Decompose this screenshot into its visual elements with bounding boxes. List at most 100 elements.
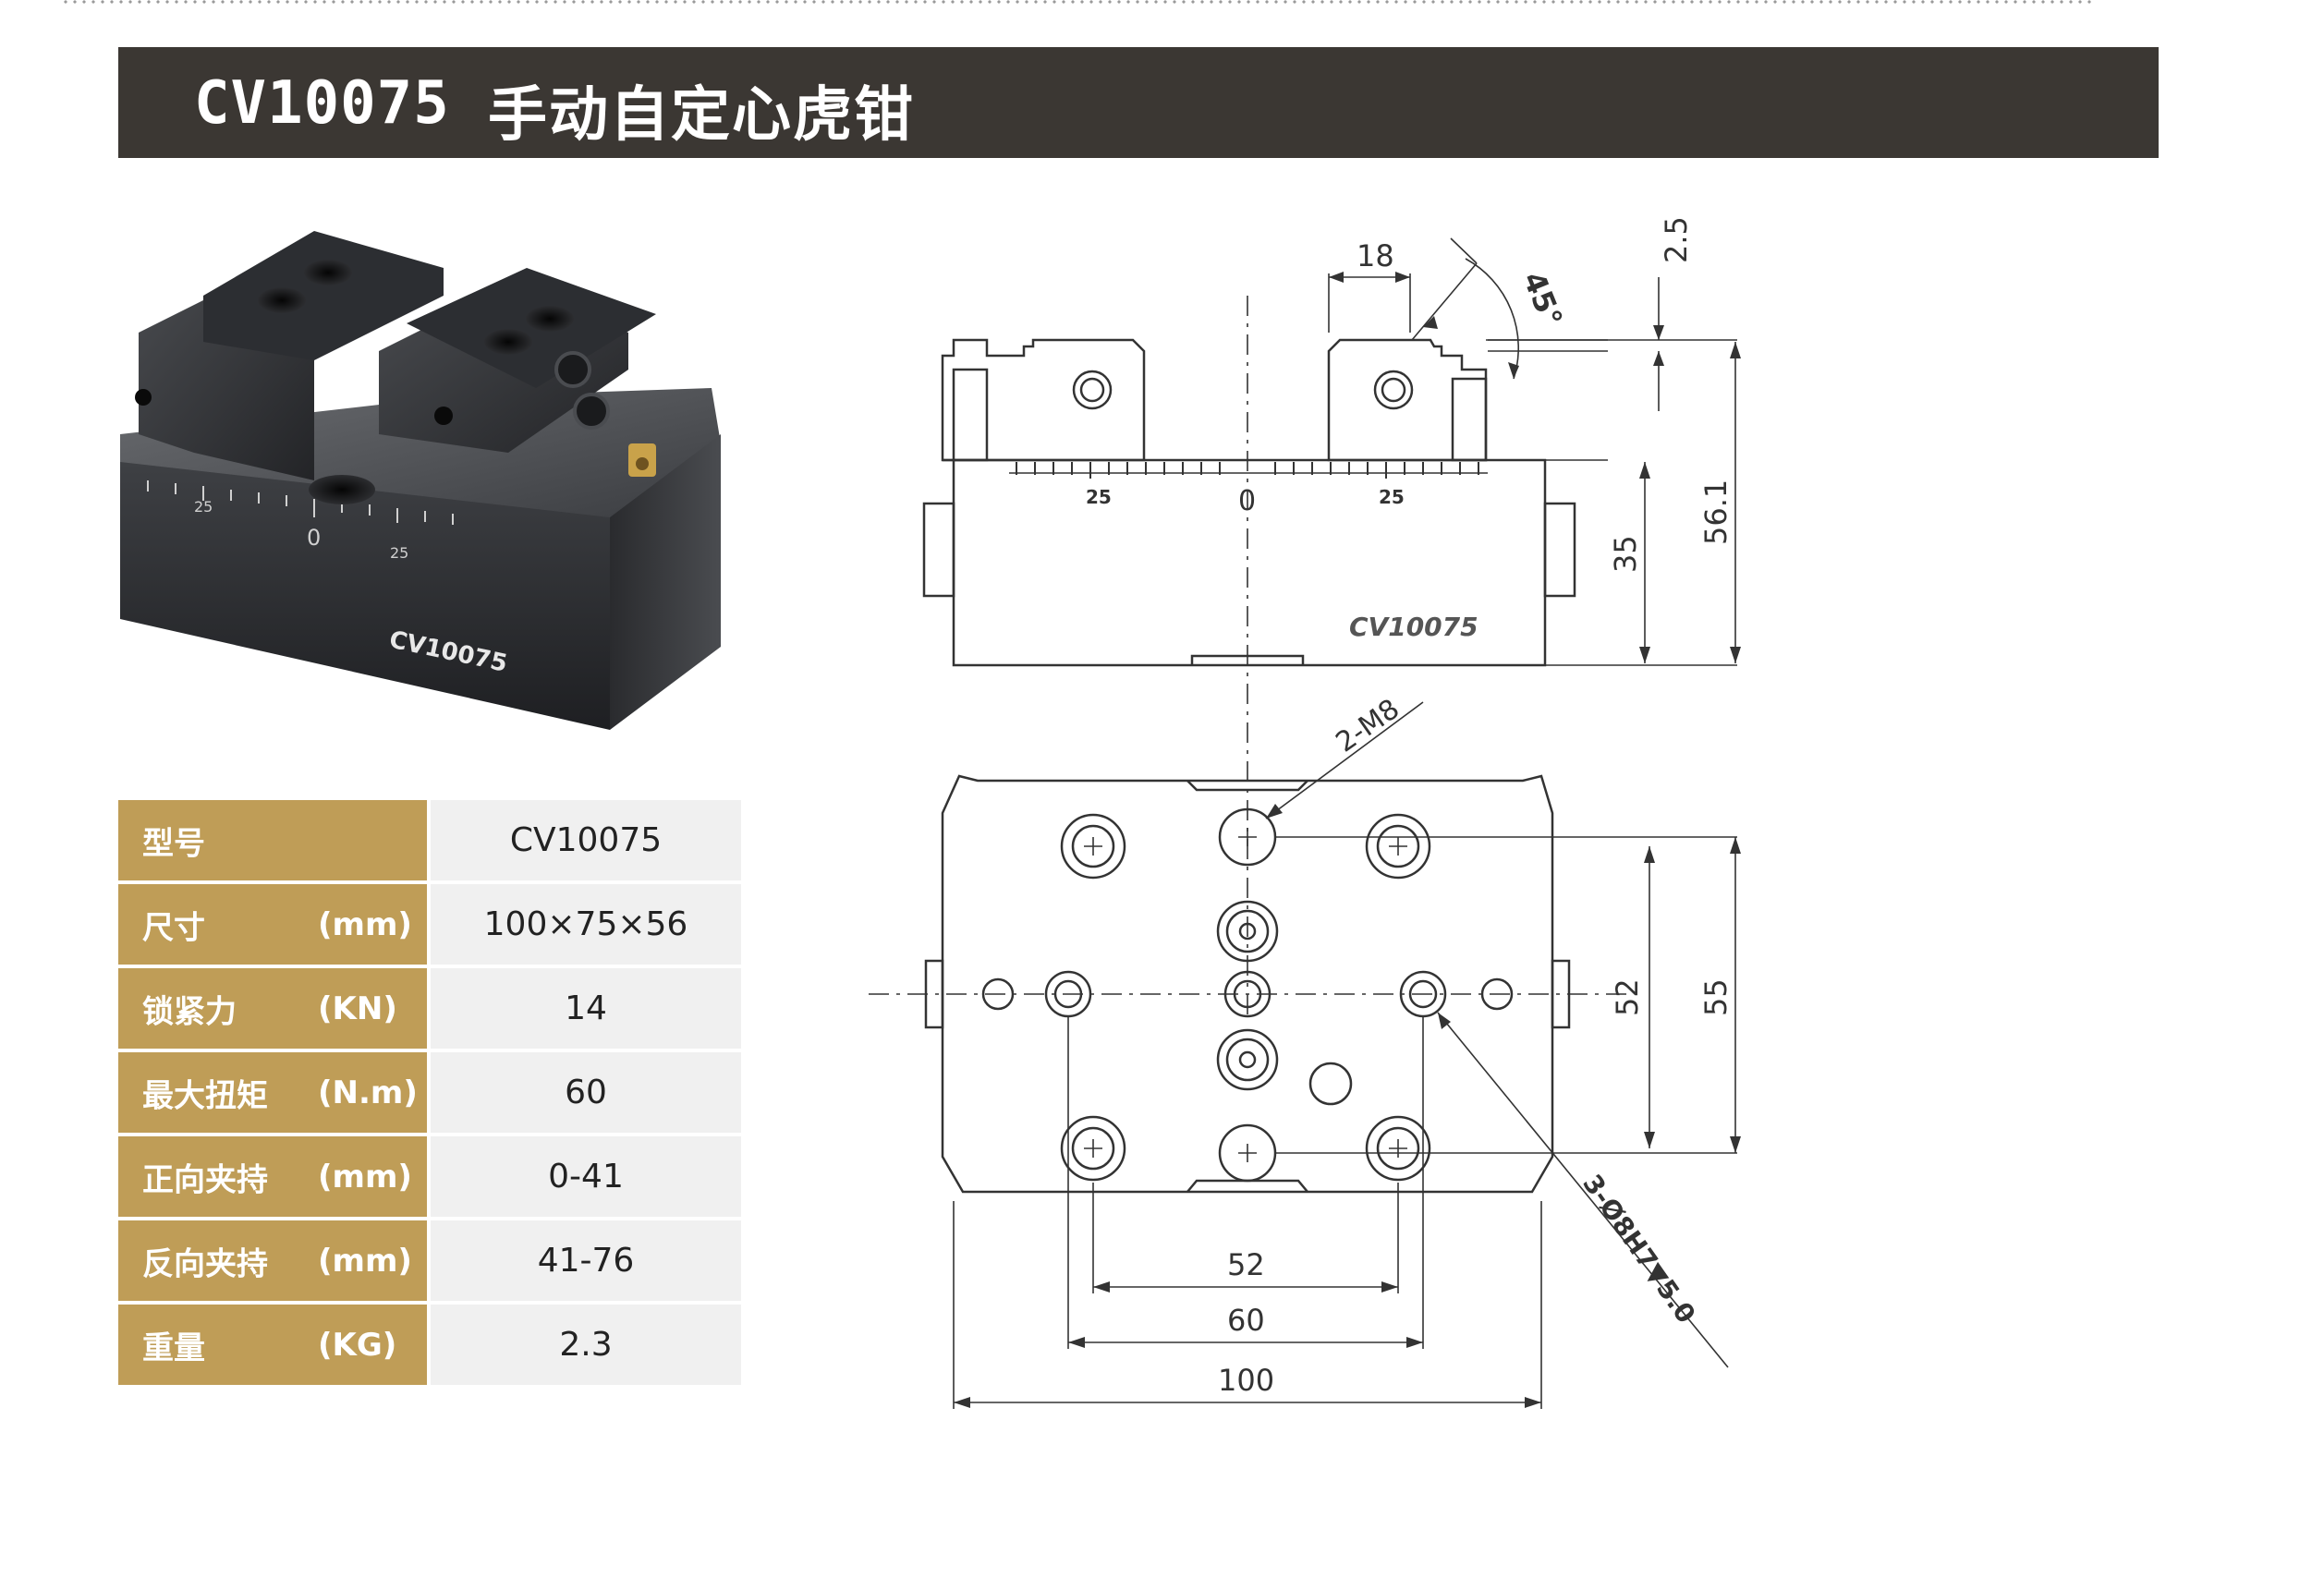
jaw-pin-icon (434, 407, 453, 425)
right-jaw-step (1451, 377, 1488, 462)
photo-scale-right: 25 (390, 544, 408, 562)
right-jaw-outline (1327, 338, 1488, 462)
dim-52-vertical: 52 (1610, 978, 1645, 1016)
top-slot (1186, 780, 1308, 792)
spec-unit: (mm) (318, 1242, 412, 1280)
ruler-ticks (1016, 462, 1479, 479)
left-jaw-step (952, 368, 989, 462)
spec-label-cell: 锁紧力 (KN) (118, 968, 427, 1049)
top-view-outline (941, 774, 1554, 1194)
ruler-zero: 0 (1238, 485, 1256, 517)
table-row: 尺寸 (mm) 100×75×56 (118, 884, 741, 965)
spec-value: 0-41 (431, 1136, 741, 1217)
spec-label: 型号 (142, 825, 205, 862)
right-jaw-top (407, 268, 656, 388)
right-jaw-hole (1373, 370, 1414, 410)
spec-value: CV10075 (431, 800, 741, 880)
spec-label: 尺寸 (142, 909, 205, 946)
left-handle (922, 502, 955, 598)
m8-leader (1265, 701, 1424, 819)
dim-arrows (1329, 272, 1741, 663)
spec-table: 型号 CV10075 尺寸 (mm) 100×75×56 锁紧力 (KN) 14 (118, 796, 741, 1389)
jaw-hole-icon (526, 306, 574, 332)
photo-scale-zero: 0 (307, 525, 321, 551)
spec-unit: (KG) (318, 1326, 397, 1364)
spec-label: 反向夹持 (142, 1245, 268, 1282)
screw-icon (573, 393, 610, 430)
base-side (610, 434, 721, 730)
spec-value: 2.3 (431, 1305, 741, 1385)
table-row: 重量 (KG) 2.3 (118, 1305, 741, 1385)
spec-unit: (KN) (318, 989, 397, 1027)
table-row: 最大扭矩 (N.m) 60 (118, 1052, 741, 1133)
left-jaw-hole (1072, 370, 1113, 410)
front-scale (147, 480, 454, 525)
spec-unit: (mm) (318, 905, 412, 943)
product-code-title: CV10075 (194, 69, 450, 138)
base-front (120, 462, 610, 730)
bottom-slot (1190, 654, 1305, 665)
left-jaw-top (203, 231, 444, 360)
ruler-left-25: 25 (1086, 486, 1112, 508)
dim-52-horizontal: 52 (1227, 1247, 1265, 1282)
dim-2-5: 2.5 (1659, 216, 1694, 263)
jaw-hole-icon (484, 329, 532, 355)
dim-56-1: 56.1 (1698, 479, 1734, 545)
spec-value: 41-76 (431, 1220, 741, 1301)
dim45-line (1411, 262, 1478, 341)
ruler-right-25: 25 (1379, 486, 1405, 508)
dim-45: 45° (1516, 267, 1570, 332)
spec-unit: (N.m) (318, 1074, 418, 1111)
table-row: 反向夹持 (mm) 41-76 (118, 1220, 741, 1301)
right-jaw-hole-inner (1381, 377, 1406, 403)
counterbore-holes (1060, 813, 1431, 1182)
spec-label-cell: 反向夹持 (mm) (118, 1220, 427, 1301)
spec-label-cell: 正向夹持 (mm) (118, 1136, 427, 1217)
top-dotted-border (61, 0, 2094, 4)
dim-60: 60 (1227, 1303, 1265, 1338)
right-handle (1543, 502, 1576, 598)
technical-drawing: 18 45° 2.5 35 56.1 25 0 25 CV10075 (869, 216, 1741, 1409)
bottom-slot-top (1186, 1179, 1308, 1193)
title-bar: CV10075 手动自定心虎钳 (118, 47, 2159, 158)
dim45-arc (1465, 258, 1520, 380)
screw-icon (554, 351, 591, 388)
drawing-body-code: CV10075 (1349, 612, 1478, 642)
left-lug (924, 959, 944, 1029)
right-lug (1551, 959, 1571, 1029)
spec-label-cell: 最大扭矩 (N.m) (118, 1052, 427, 1133)
spec-label-cell: 重量 (KG) (118, 1305, 427, 1385)
left-jaw-hole-inner (1079, 377, 1105, 403)
spec-value: 14 (431, 968, 741, 1049)
jaw-hole-icon (258, 287, 306, 313)
jaw-pin-icon (135, 389, 152, 406)
dim-2-m8: 2-M8 (1331, 693, 1405, 759)
top-dim-arrows (954, 804, 1741, 1408)
table-row: 型号 CV10075 (118, 800, 741, 880)
brass-port-icon (636, 457, 649, 470)
center-hole (309, 475, 375, 504)
h7-leader (1437, 1012, 1729, 1368)
dim-35: 35 (1608, 535, 1643, 573)
spec-label: 正向夹持 (142, 1161, 268, 1198)
spec-label: 最大扭矩 (142, 1077, 268, 1114)
dim-3-h7: 3-Ø8H7▼5.0 (1576, 1169, 1701, 1329)
hole-crosshairs (1084, 828, 1407, 1162)
spec-label-cell: 型号 (118, 800, 427, 880)
table-row: 锁紧力 (KN) 14 (118, 968, 741, 1049)
spec-value: 100×75×56 (431, 884, 741, 965)
left-jaw-outline (941, 338, 1146, 462)
dim45-leader (1450, 237, 1478, 264)
spec-unit: (mm) (318, 1158, 412, 1196)
spec-label: 重量 (142, 1329, 205, 1366)
product-photo: 25 0 25 CV10075 (120, 231, 721, 730)
jaw-hole-icon (304, 260, 352, 285)
photo-scale-left: 25 (194, 498, 213, 516)
spec-value: 60 (431, 1052, 741, 1133)
product-name-title: 手动自定心虎钳 (488, 81, 915, 150)
dim-18: 18 (1357, 238, 1394, 273)
dim-100: 100 (1218, 1363, 1274, 1398)
spec-label: 锁紧力 (142, 993, 237, 1030)
dim-55: 55 (1698, 978, 1734, 1016)
spec-label-cell: 尺寸 (mm) (118, 884, 427, 965)
